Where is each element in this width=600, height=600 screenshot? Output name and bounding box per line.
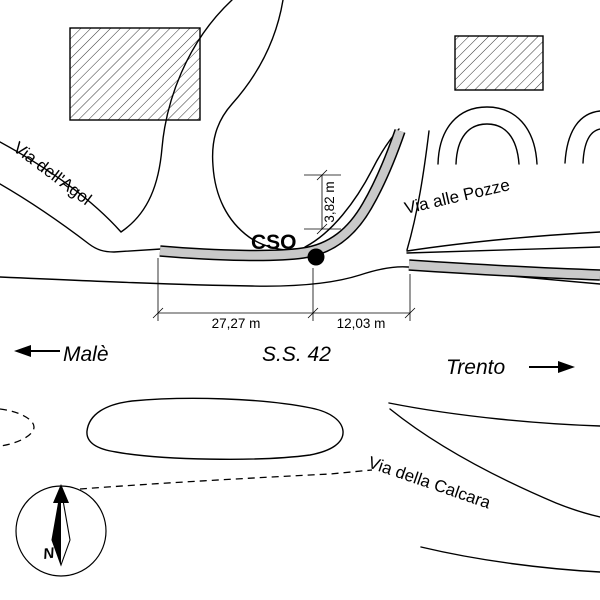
dashed-boundary-left xyxy=(0,408,35,447)
road-edge-curve-right xyxy=(406,130,430,251)
trento-arrow-head-icon xyxy=(558,361,575,373)
road-edge-curve-left xyxy=(304,128,400,248)
male-arrow-head-icon xyxy=(14,345,31,357)
parcel-outline xyxy=(86,397,344,460)
road-edge-pozze-lower xyxy=(406,246,600,254)
dimension-label-left: 27,27 m xyxy=(212,316,261,331)
road-band-main xyxy=(159,129,405,260)
dim-tick-1 xyxy=(152,307,164,319)
arc-inner-left xyxy=(455,123,520,165)
dashed-boundary-long xyxy=(79,469,373,490)
road-label-ss42: S.S. 42 xyxy=(262,343,331,366)
street-label-via-della-calcara: Via della Calcara xyxy=(366,453,494,513)
dim-tick-3 xyxy=(404,307,416,319)
street-label-via-alle-pozze: Via alle Pozze xyxy=(403,175,512,218)
trento-arrow xyxy=(529,361,575,373)
cso-point-marker xyxy=(307,248,325,266)
dim-tick-2 xyxy=(307,307,319,319)
road-edge-agol-upper-and-north-road-left xyxy=(0,0,233,233)
arc-outer-left xyxy=(437,106,538,165)
building-hatched-right xyxy=(454,35,544,91)
compass-north-arrowhead-icon xyxy=(53,484,69,503)
dim-tick-4 xyxy=(316,169,328,181)
road-edge-calcara-upper xyxy=(388,402,600,427)
building-hatched-left xyxy=(69,27,201,121)
compass-rose: N xyxy=(15,484,107,577)
road-edge-calcara-mid xyxy=(389,408,600,518)
dimension-label-vertical: 3,82 m xyxy=(322,181,337,222)
road-band-group xyxy=(159,129,600,281)
road-edge-pozze-upper xyxy=(406,231,600,252)
dimension-lines xyxy=(152,169,416,321)
road-edge-agol-lower xyxy=(0,183,162,253)
arc-outer-right xyxy=(564,110,600,164)
direction-label-trento: Trento xyxy=(446,356,505,379)
compass-needle-dark-half xyxy=(52,489,61,565)
road-edge-calcara-lower xyxy=(420,546,600,573)
male-arrow xyxy=(14,345,60,357)
dimension-label-right: 12,03 m xyxy=(337,316,386,331)
road-band-right xyxy=(408,260,600,280)
direction-label-male: Malè xyxy=(63,343,109,366)
road-edge-north-road-right xyxy=(211,0,302,252)
compass-north-label: N xyxy=(42,544,56,563)
dim-tick-5 xyxy=(316,223,328,235)
cso-label: CSO xyxy=(251,231,297,254)
arc-inner-right xyxy=(582,128,600,164)
